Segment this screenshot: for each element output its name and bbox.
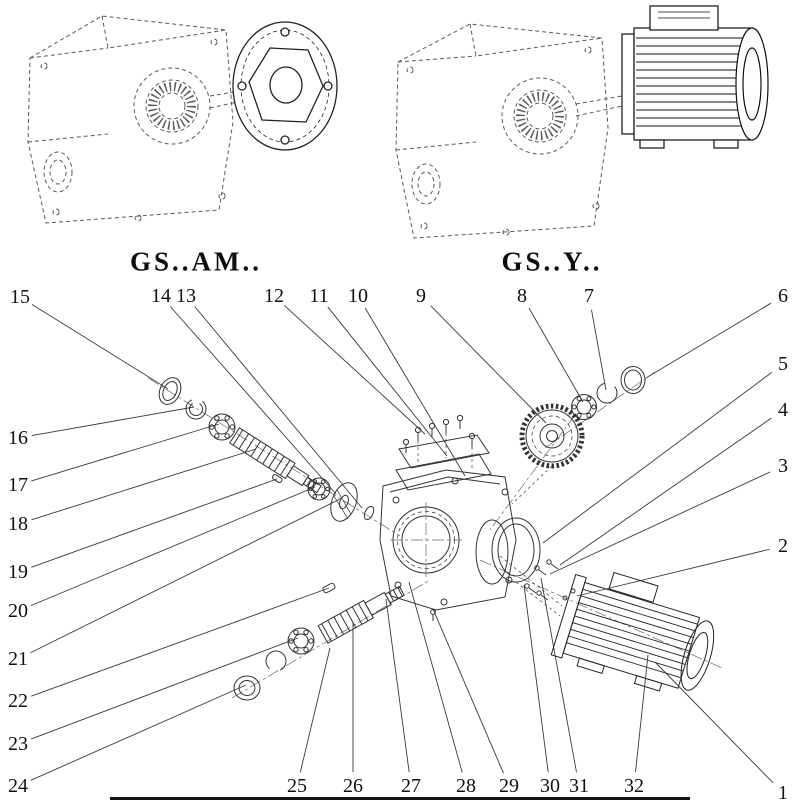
callout-11: 11 <box>309 285 329 307</box>
variant-label-gsam: GS..AM.. <box>130 246 262 277</box>
callout-2: 2 <box>778 535 788 557</box>
callout-6: 6 <box>778 285 788 307</box>
callout-21: 21 <box>8 648 28 670</box>
callout-26: 26 <box>343 775 363 797</box>
callout-4: 4 <box>778 399 788 421</box>
callout-28: 28 <box>456 775 476 797</box>
callout-9: 9 <box>416 285 426 307</box>
callout-20: 20 <box>8 600 28 622</box>
callout-24: 24 <box>8 775 28 797</box>
callout-8: 8 <box>517 285 527 307</box>
callout-14: 14 <box>151 285 171 307</box>
callout-31: 31 <box>569 775 589 797</box>
callout-29: 29 <box>499 775 519 797</box>
callout-19: 19 <box>8 561 28 583</box>
callout-1: 1 <box>778 782 788 800</box>
callout-32: 32 <box>624 775 644 797</box>
callout-17: 17 <box>8 474 28 496</box>
figure-bottom-border <box>110 797 690 800</box>
callout-30: 30 <box>540 775 560 797</box>
callout-15: 15 <box>10 286 30 308</box>
callout-16: 16 <box>8 427 28 449</box>
variant-label-gsy: GS..Y.. <box>501 246 603 277</box>
callout-12: 12 <box>264 285 284 307</box>
callout-27: 27 <box>401 775 421 797</box>
callout-13: 13 <box>176 285 196 307</box>
callout-7: 7 <box>584 285 594 307</box>
callout-5: 5 <box>778 353 788 375</box>
callout-22: 22 <box>8 690 28 712</box>
callout-18: 18 <box>8 513 28 535</box>
callout-23: 23 <box>8 733 28 755</box>
callout-25: 25 <box>287 775 307 797</box>
callout-3: 3 <box>778 455 788 477</box>
callout-10: 10 <box>348 285 368 307</box>
